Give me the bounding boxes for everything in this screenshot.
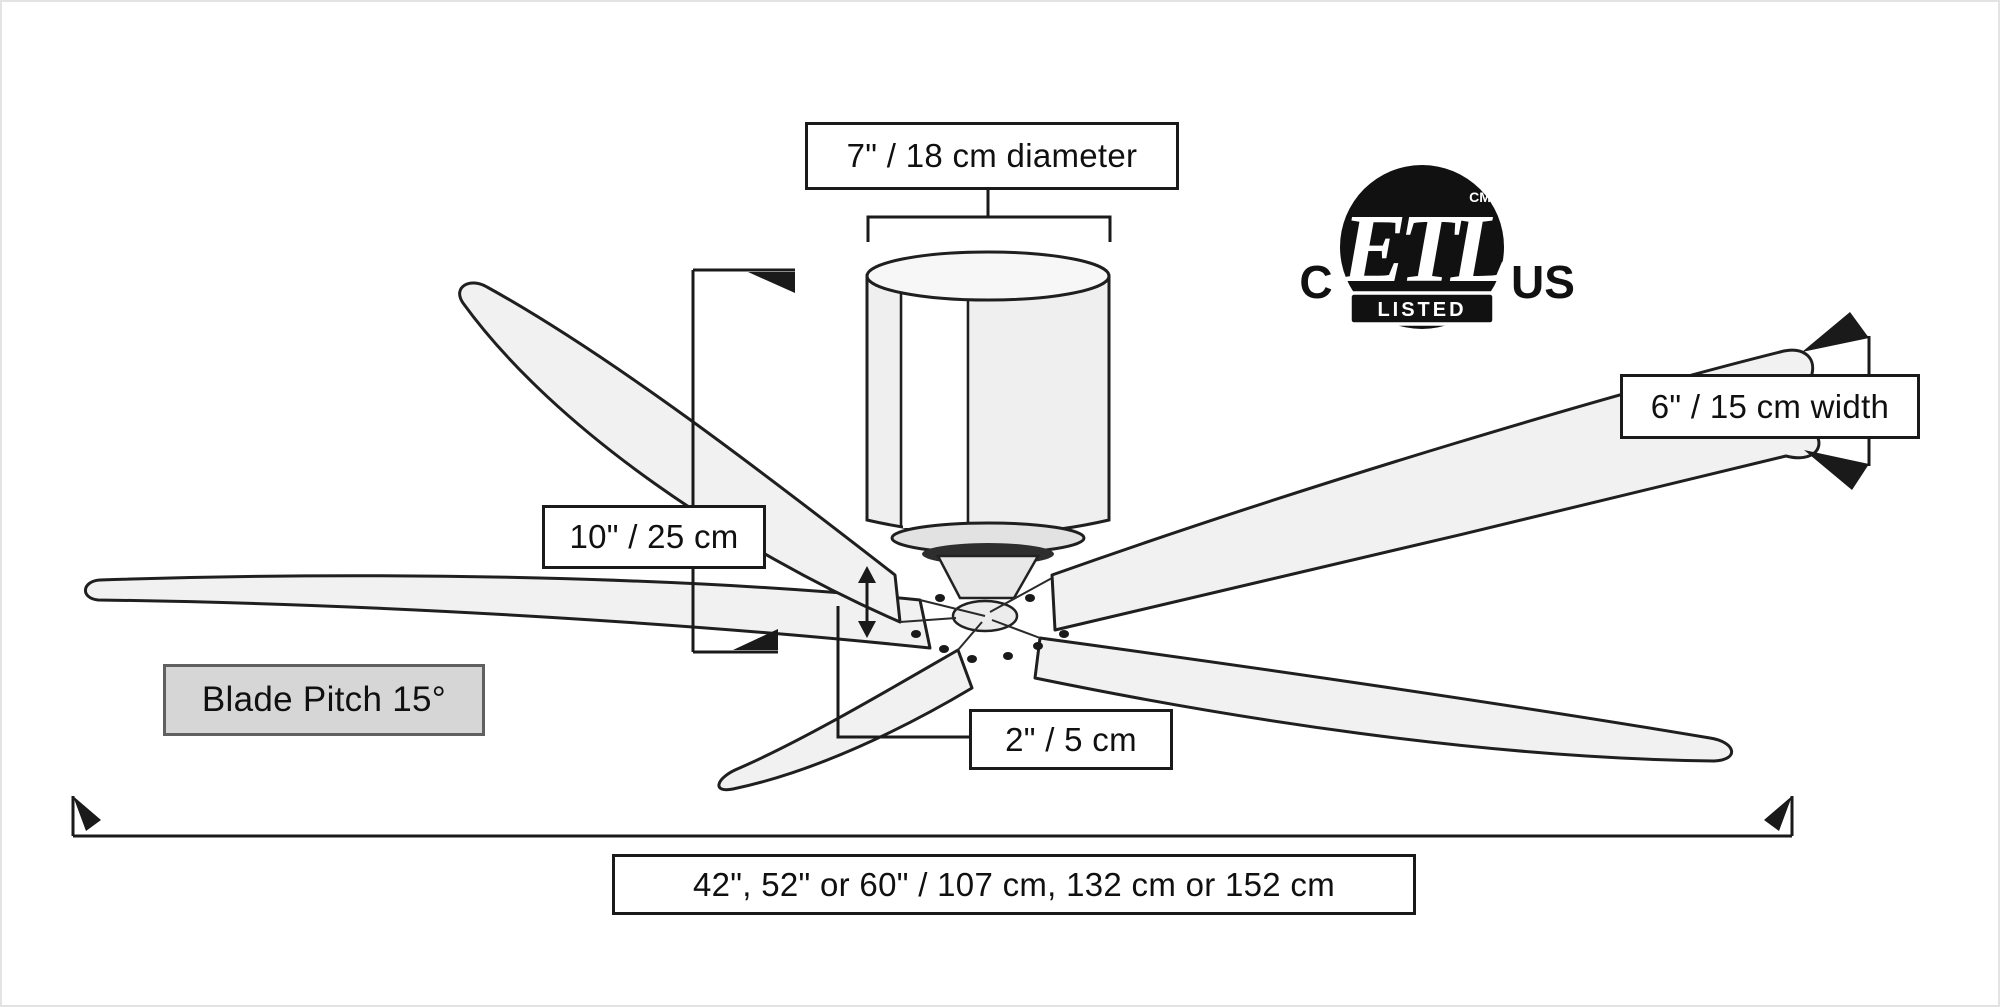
blade-upper-left bbox=[458, 281, 902, 624]
span-label-text: 42", 52" or 60" / 107 cm, 132 cm or 152 … bbox=[692, 865, 1336, 903]
height-label-box: 10" / 25 cm bbox=[542, 505, 766, 569]
span-arrow-right bbox=[1764, 796, 1792, 831]
height-arrow-top bbox=[748, 272, 795, 293]
motor-housing bbox=[865, 250, 1111, 600]
clearance-label-text: 2" / 5 cm bbox=[1005, 720, 1137, 758]
clearance-label-box: 2" / 5 cm bbox=[969, 709, 1173, 770]
housing-top bbox=[865, 250, 1111, 302]
blade-width-label-box: 6" / 15 cm width bbox=[1620, 374, 1920, 439]
etl-logo-brand: ETL bbox=[1340, 195, 1506, 303]
blade-left bbox=[84, 574, 932, 650]
height-arrow-bottom bbox=[733, 629, 778, 650]
span-arrow-left bbox=[73, 796, 101, 831]
clearance-leader bbox=[836, 606, 969, 739]
diameter-label-text: 7" / 18 cm diameter bbox=[846, 137, 1138, 174]
hub-assembly bbox=[899, 577, 1069, 663]
hub-seams bbox=[899, 577, 1053, 651]
etl-suffix-us: US bbox=[1511, 256, 1575, 308]
hub-screws bbox=[911, 594, 1069, 663]
width-arrow-bottom bbox=[1804, 450, 1869, 490]
blade-lower-middle bbox=[717, 648, 974, 792]
etl-logo-circle bbox=[1340, 165, 1504, 329]
height-line bbox=[691, 268, 795, 654]
span-label-box: 42", 52" or 60" / 107 cm, 132 cm or 152 … bbox=[612, 854, 1416, 915]
diameter-label-box: 7" / 18 cm diameter bbox=[805, 122, 1179, 190]
clearance-arrow-up bbox=[858, 566, 876, 583]
hub-cone bbox=[935, 554, 1041, 600]
clearance-arrow-down bbox=[858, 621, 876, 638]
etl-listed-label: LISTED bbox=[1377, 299, 1466, 321]
blade-width-label-text: 6" / 15 cm width bbox=[1650, 387, 1890, 425]
etl-listed-banner bbox=[1348, 291, 1496, 326]
etl-logo-mark: CM bbox=[1469, 189, 1491, 205]
etl-prefix-c: C bbox=[1299, 256, 1332, 308]
dimension-lines bbox=[71, 184, 1871, 838]
blade-pitch-label-box: Blade Pitch 15° bbox=[163, 664, 485, 736]
height-label-text: 10" / 25 cm bbox=[569, 518, 739, 555]
span-line bbox=[71, 796, 1794, 838]
blade-lower-right bbox=[1033, 636, 1734, 763]
blade-pitch-label-text: Blade Pitch 15° bbox=[201, 680, 447, 719]
dimension-arrowheads bbox=[73, 272, 1869, 831]
width-arrow-top bbox=[1802, 312, 1869, 352]
etl-logo: ETL CM LISTED C US bbox=[1299, 165, 1575, 329]
housing-highlight bbox=[903, 262, 966, 528]
diameter-bracket bbox=[866, 184, 1112, 242]
